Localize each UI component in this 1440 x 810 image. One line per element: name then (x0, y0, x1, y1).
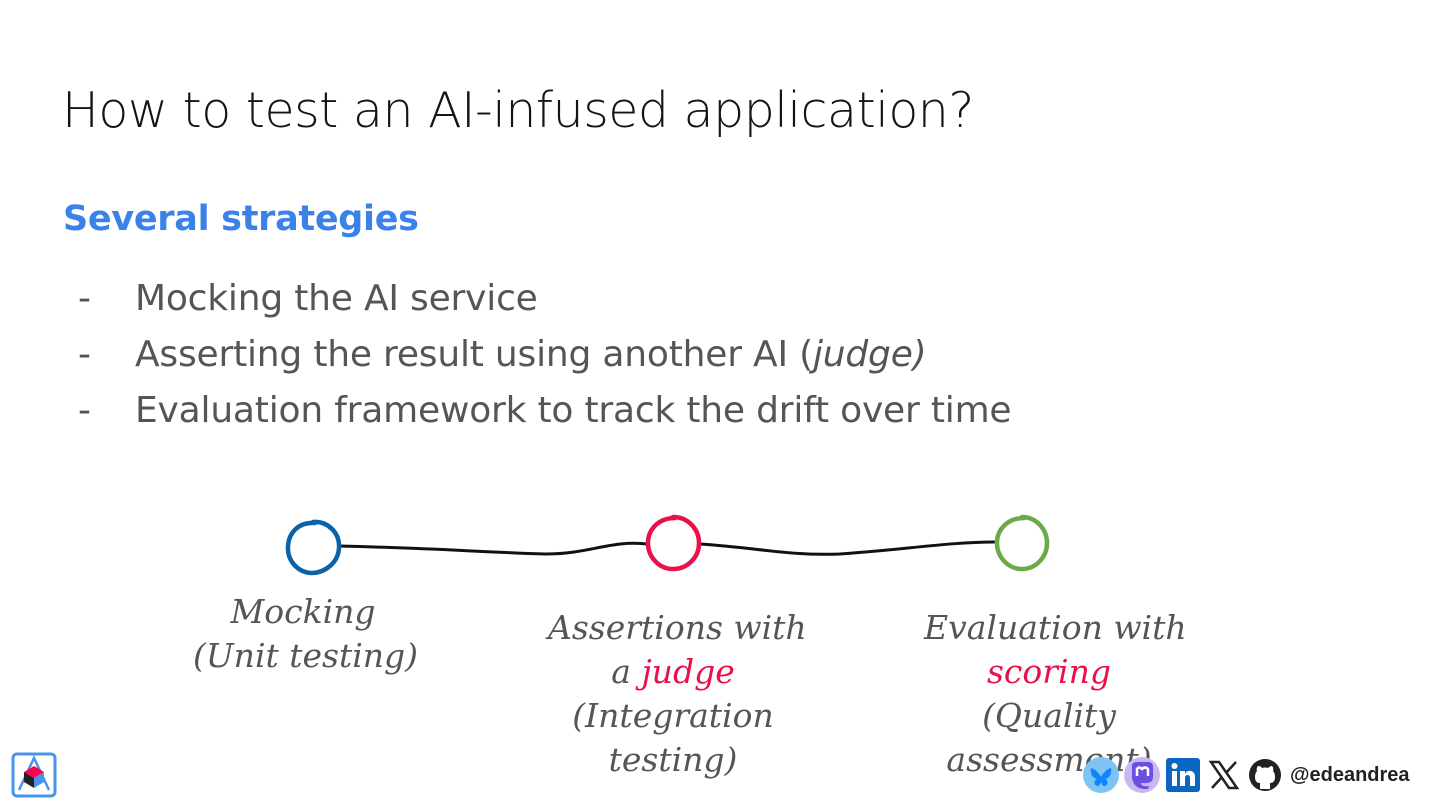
judge-stage-label: Assertions with a judge (Integration tes… (548, 606, 807, 782)
github-icon[interactable] (1246, 756, 1284, 794)
stage-label-line: testing) (608, 740, 738, 779)
bullet-text-main: Evaluation framework to track the drift … (135, 390, 1012, 431)
bullet-text: Mocking the AI service (135, 278, 538, 319)
stage-label-line: (Integration (572, 696, 774, 735)
scoring-stage-label: Evaluation with scoring (Quality assessm… (924, 606, 1187, 782)
stage-label-line: a judge (548, 650, 798, 694)
timeline-connector-line (337, 540, 996, 556)
bullet-text-main: Mocking the AI service (135, 278, 538, 319)
bullet-dash: - (78, 334, 91, 375)
quarkus-logo-icon (11, 752, 57, 798)
social-handle: @edeandrea (1290, 763, 1410, 786)
social-links: @edeandrea (1082, 756, 1410, 794)
mastodon-icon[interactable] (1123, 756, 1161, 794)
bullet-text: Evaluation framework to track the drift … (135, 390, 1012, 431)
stage-label-line: Evaluation with (924, 608, 1187, 647)
bullet-dash: - (78, 278, 91, 319)
slide-subtitle: Several strategies (63, 199, 419, 239)
scoring-stage-circle (994, 514, 1050, 572)
bullet-dash: - (78, 390, 91, 431)
stage-label-line: (Quality (982, 696, 1116, 735)
bluesky-icon[interactable] (1082, 756, 1120, 794)
scoring-highlight: scoring (987, 652, 1111, 691)
slide-title: How to test an AI-infused application? (62, 82, 974, 139)
bullet-text-main: Asserting the result using another AI ( (135, 334, 813, 375)
stage-label-prefix: a (611, 652, 642, 691)
judge-stage-circle (645, 514, 702, 572)
stage-label-line: Assertions with (548, 608, 807, 647)
mocking-stage-circle (285, 519, 342, 576)
x-icon[interactable] (1205, 756, 1243, 794)
linkedin-icon[interactable] (1164, 756, 1202, 794)
bullet-text: Asserting the result using another AI (j… (135, 334, 927, 375)
bullet-text-emphasis: judge) (812, 334, 927, 375)
stage-label-line: Mocking (230, 592, 376, 631)
mocking-stage-label: Mocking (Unit testing) (193, 590, 419, 678)
judge-highlight: judge (641, 652, 735, 691)
stage-label-line: scoring (924, 650, 1174, 694)
stage-label-line: (Unit testing) (193, 636, 419, 675)
